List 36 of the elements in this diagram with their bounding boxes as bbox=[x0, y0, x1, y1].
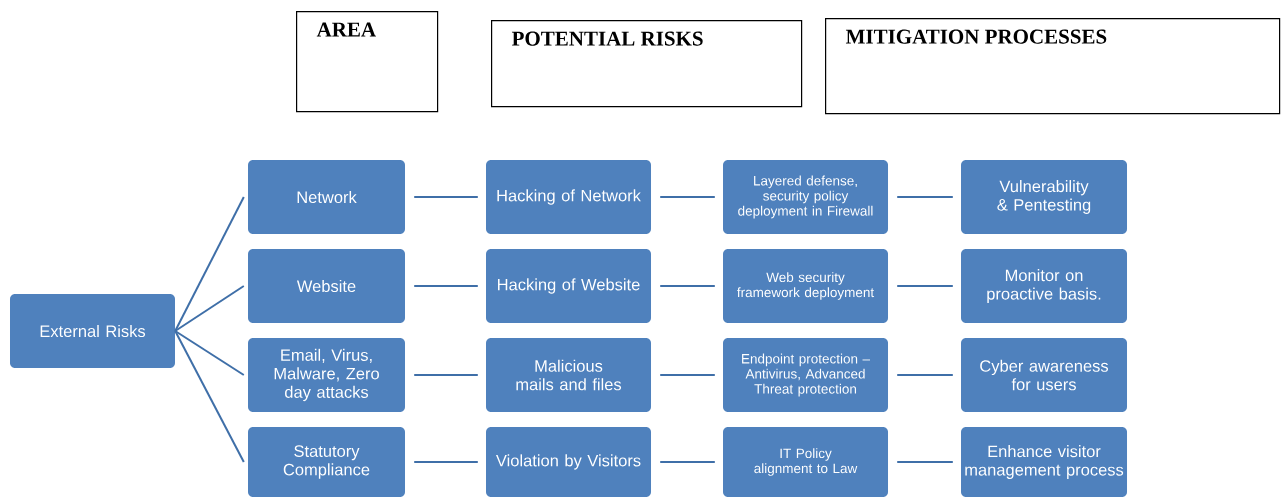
process-box: Email, Virus, Malware, Zero day attacks bbox=[248, 338, 405, 412]
connector-line bbox=[174, 196, 245, 332]
connector-line bbox=[896, 196, 954, 198]
connector-line bbox=[896, 461, 954, 463]
connector-line bbox=[413, 461, 479, 463]
connector-line bbox=[896, 374, 954, 376]
connector-line bbox=[174, 285, 245, 332]
process-box: IT Policy alignment to Law bbox=[723, 427, 888, 497]
connector-line bbox=[413, 196, 479, 198]
process-box: Cyber awareness for users bbox=[961, 338, 1127, 412]
process-box: Website bbox=[248, 249, 405, 323]
column-heading-box: MITIGATION PROCESSES bbox=[825, 18, 1281, 115]
connector-line bbox=[659, 374, 716, 376]
process-box: Monitor on proactive basis. bbox=[961, 249, 1127, 323]
process-box: Vulnerability & Pentesting bbox=[961, 160, 1127, 234]
process-box: Hacking of Network bbox=[486, 160, 651, 234]
process-box: Hacking of Website bbox=[486, 249, 651, 323]
process-box: Layered defense, security policy deployment in Firewall bbox=[723, 160, 888, 234]
connector-line bbox=[174, 330, 245, 376]
column-heading-box: POTENTIAL RISKS bbox=[491, 20, 803, 108]
connector-line bbox=[896, 285, 954, 287]
connector-line bbox=[174, 330, 245, 463]
process-box: Endpoint protection – Antivirus, Advanced Threat protection bbox=[723, 338, 888, 412]
connector-line bbox=[659, 196, 716, 198]
process-box: Malicious mails and files bbox=[486, 338, 651, 412]
connector-line bbox=[413, 285, 479, 287]
connector-line bbox=[659, 285, 716, 287]
process-box: Enhance visitor management process bbox=[961, 427, 1127, 497]
process-box: Statutory Compliance bbox=[248, 427, 405, 497]
process-box: Web security framework deployment bbox=[723, 249, 888, 323]
process-box: Network bbox=[248, 160, 405, 234]
connector-line bbox=[659, 461, 716, 463]
column-heading-box: AREA bbox=[296, 11, 439, 113]
root-box: External Risks bbox=[10, 294, 175, 368]
process-box: Violation by Visitors bbox=[486, 427, 651, 497]
connector-line bbox=[413, 374, 479, 376]
